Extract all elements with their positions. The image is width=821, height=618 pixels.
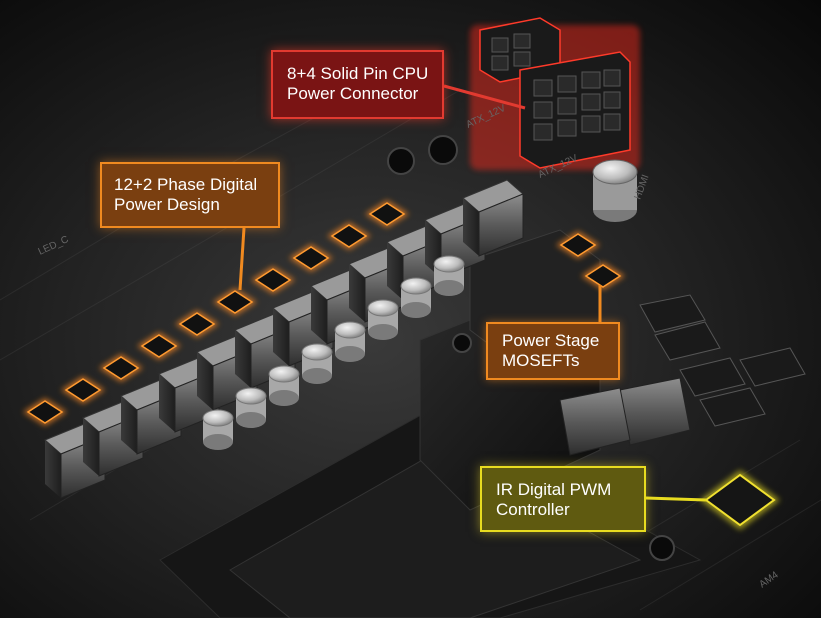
- mosfet-chip: [556, 231, 600, 259]
- capacitor: [268, 365, 300, 406]
- callout-leaders: [238, 84, 707, 502]
- callout-phase-line2: Power Design: [114, 195, 220, 214]
- callout-cpu-line1: 8+4 Solid Pin CPU: [287, 64, 429, 83]
- callout-pwm-line2: Controller: [496, 500, 570, 519]
- callout-pwm-controller: IR Digital PWM Controller: [480, 466, 646, 532]
- callout-phase-power-design: 12+2 Phase Digital Power Design: [100, 162, 280, 228]
- callout-pwm-line1: IR Digital PWM: [496, 480, 612, 499]
- led-label: LED_C: [37, 234, 71, 258]
- mosfet-chip: [23, 398, 67, 426]
- mosfet-chip: [137, 332, 181, 360]
- capacitor: [235, 387, 267, 428]
- capacitor: [334, 321, 366, 362]
- capacitor: [301, 343, 333, 384]
- callout-mos-line2: MOSEFTs: [502, 351, 580, 370]
- callout-cpu-line2: Power Connector: [287, 84, 419, 103]
- mosfet-chip: [175, 310, 219, 338]
- mosfet-chip: [327, 222, 371, 250]
- cpu-power-connector: [470, 17, 640, 170]
- mosfet-chip: [289, 244, 333, 272]
- mosfet-chip: [251, 266, 295, 294]
- phase-mosfets: [23, 200, 625, 426]
- capacitors-row: [202, 255, 465, 450]
- mosfet-chip: [581, 262, 625, 290]
- callout-phase-line1: 12+2 Phase Digital: [114, 175, 258, 194]
- capacitor: [367, 299, 399, 340]
- right-components: [559, 294, 806, 456]
- capacitor: [400, 277, 432, 318]
- callout-cpu-power-connector: 8+4 Solid Pin CPU Power Connector: [271, 50, 444, 119]
- mosfet-chip: [213, 288, 257, 316]
- mounting-holes: [387, 135, 675, 561]
- callout-power-stage-mosfets: Power Stage MOSEFTs: [486, 322, 620, 380]
- capacitor: [202, 409, 234, 450]
- capacitor: [433, 255, 465, 296]
- choke: [462, 179, 524, 257]
- mosfet-chip: [99, 354, 143, 382]
- pwm-controller-chip: [700, 470, 780, 530]
- callout-mos-line1: Power Stage: [502, 331, 600, 350]
- capacitor-top: [592, 159, 638, 222]
- mosfet-chip: [365, 200, 409, 228]
- socket-label: AM4: [757, 569, 781, 590]
- mosfet-chip: [61, 376, 105, 404]
- cpu-socket-area: [159, 409, 702, 618]
